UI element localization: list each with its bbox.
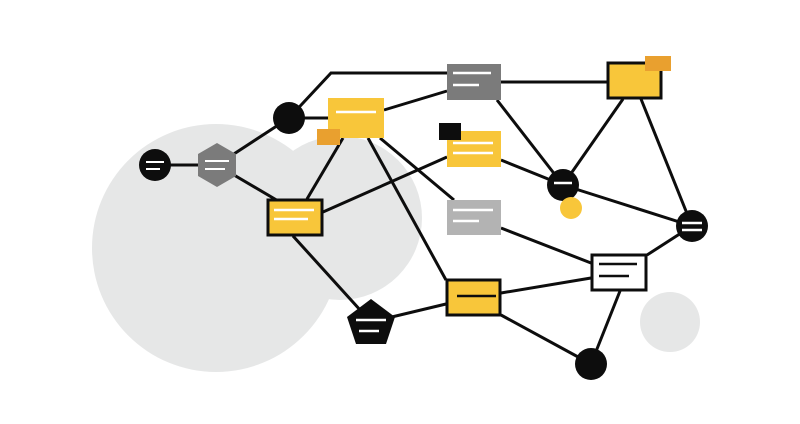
edge [495, 99, 565, 186]
background-blobs [92, 124, 700, 372]
node-circle-right [676, 210, 708, 242]
edge [500, 276, 592, 295]
node-circle-left [139, 149, 171, 181]
node-card-lightgray [447, 200, 501, 235]
edge [366, 137, 448, 281]
badge-orange [317, 129, 340, 145]
badge-orange [645, 56, 671, 71]
node-card-white [590, 253, 648, 292]
node-circle-center [547, 169, 582, 219]
node-card-yellow-left [266, 198, 324, 237]
edge [291, 234, 373, 324]
node-card-yellow-middle [439, 123, 501, 167]
blob-small [640, 292, 700, 352]
node-card-gray [447, 64, 501, 100]
edge [305, 137, 345, 200]
edge [562, 183, 693, 228]
edge [500, 313, 592, 366]
blob-medium [258, 136, 422, 300]
edge [639, 98, 694, 227]
node-pentagon [347, 299, 395, 344]
node-circle-bottom [575, 348, 607, 380]
badge-black [439, 123, 461, 140]
node-hexagon [198, 143, 236, 187]
edge [500, 226, 592, 265]
node-card-yellow-topright [606, 56, 671, 100]
nodes [139, 56, 708, 380]
dot-yellow [560, 197, 582, 219]
edge [561, 98, 625, 186]
node-card-yellow-top [317, 98, 384, 145]
edge [287, 71, 447, 120]
node-circle-top [273, 102, 305, 134]
node-card-yellow-bottom [445, 278, 502, 317]
edge [322, 155, 448, 214]
edge [383, 89, 448, 112]
